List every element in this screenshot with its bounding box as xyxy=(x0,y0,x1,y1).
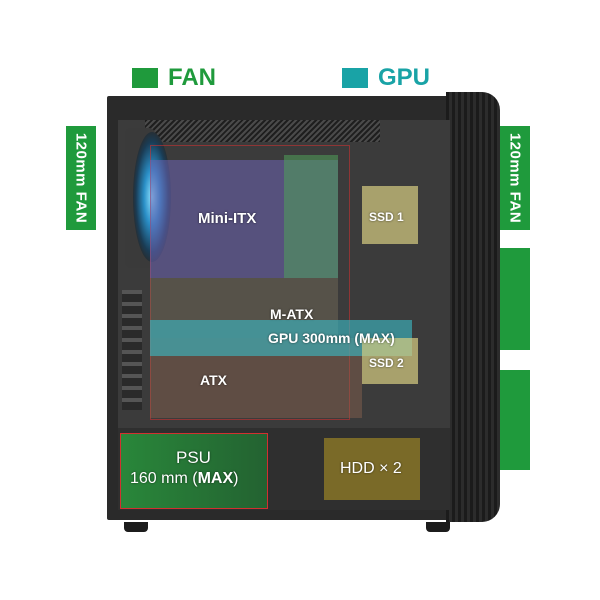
front-mesh-panel xyxy=(446,92,500,522)
ssd1-label: SSD 1 xyxy=(369,210,404,224)
m-atx-label: M-ATX xyxy=(270,306,313,322)
hdd-label: HDD × 2 xyxy=(340,460,402,478)
left-120mm-fan-bar: 120mm FAN xyxy=(66,126,96,230)
atx-label: ATX xyxy=(200,372,227,388)
gpu-length-label: GPU 300mm (MAX) xyxy=(268,330,395,346)
psu-close-paren: ) xyxy=(233,470,238,487)
gpu-legend-swatch xyxy=(342,68,368,88)
right-120mm-fan-bar: 120mm FAN xyxy=(500,126,530,230)
fan-clearance-zone xyxy=(284,155,338,278)
psu-size-label: 160 mm (MAX) xyxy=(130,470,238,488)
right-fan-label: 120mm FAN xyxy=(507,133,524,223)
left-fan-label: 120mm FAN xyxy=(73,133,90,223)
case-foot-right xyxy=(426,522,450,532)
case-foot-left xyxy=(124,522,148,532)
expansion-slots xyxy=(122,290,142,410)
psu-max-text: MAX xyxy=(198,470,234,487)
mini-itx-label: Mini-ITX xyxy=(198,210,256,227)
fan-legend-label: FAN xyxy=(168,66,216,90)
right-fan-bar-2 xyxy=(500,248,530,350)
ssd2-label: SSD 2 xyxy=(369,356,404,370)
top-mesh xyxy=(145,120,380,142)
psu-size-text: 160 mm ( xyxy=(130,470,198,487)
right-fan-bar-3 xyxy=(500,370,530,470)
fan-legend-swatch xyxy=(132,68,158,88)
psu-label: PSU xyxy=(176,448,211,468)
gpu-legend-label: GPU xyxy=(378,66,430,90)
